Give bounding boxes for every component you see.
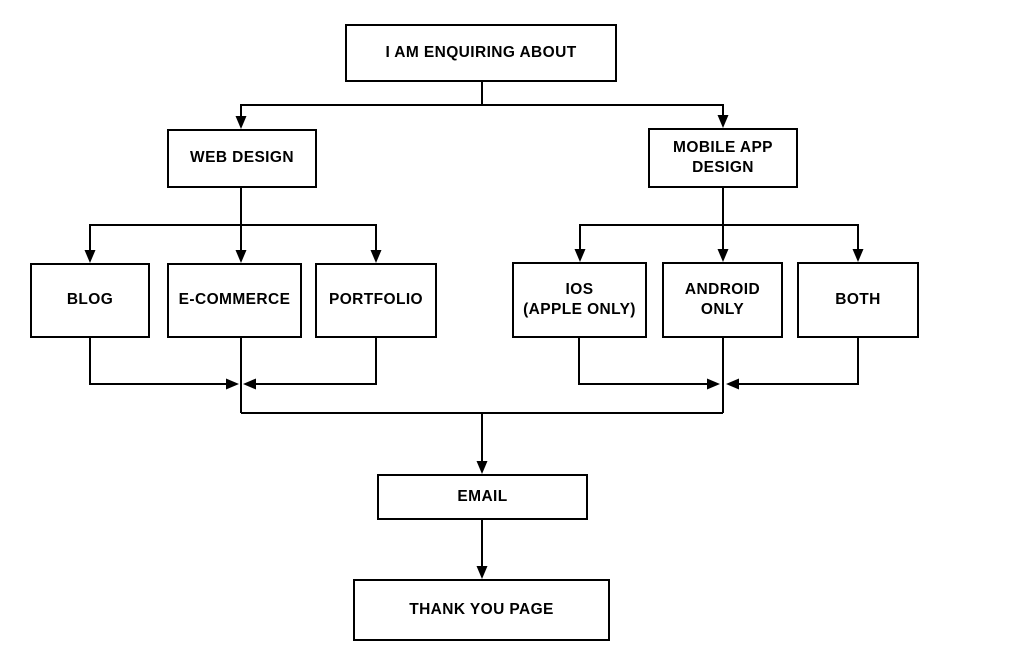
node-portfolio-label: PORTFOLIO <box>328 291 423 309</box>
node-both: BOTH <box>797 262 919 338</box>
node-mobile-app-design-label-line2: DESIGN <box>692 159 754 176</box>
edge-web-design-to-blog <box>84 188 242 263</box>
node-thank-you-page-label: THANK YOU PAGE <box>409 600 554 618</box>
edge-mobile-app-design-to-ios <box>574 188 724 262</box>
edge-enquiring-to-web-design <box>235 82 483 129</box>
edge-email-to-thank-you-page <box>476 520 488 579</box>
node-ios-label-line1: IOS <box>565 280 594 298</box>
node-ios-label-line2: (APPLE ONLY) <box>523 301 636 318</box>
edge-blog-converge <box>89 338 239 390</box>
node-e-commerce-label: E-COMMERCE <box>178 291 291 309</box>
node-mobile-app-design: MOBILE APP DESIGN <box>648 128 798 188</box>
edge-both-converge <box>726 338 859 390</box>
node-enquiring-label: I AM ENQUIRING ABOUT <box>385 43 577 61</box>
node-portfolio: PORTFOLIO <box>315 263 437 338</box>
node-both-label: BOTH <box>835 290 881 308</box>
node-thank-you-page: THANK YOU PAGE <box>353 579 610 641</box>
edge-portfolio-converge <box>243 338 377 390</box>
node-blog: BLOG <box>30 263 150 338</box>
edge-mobile-app-design-to-both <box>722 188 864 262</box>
node-email-label: EMAIL <box>457 487 508 505</box>
edge-trunk-to-email <box>241 412 723 474</box>
edge-enquiring-to-mobile-app-design <box>481 82 729 128</box>
node-web-design: WEB DESIGN <box>167 129 317 188</box>
node-enquiring: I AM ENQUIRING ABOUT <box>345 24 617 82</box>
node-android-only-label-line1: ANDROID <box>684 280 761 298</box>
node-android-only: ANDROID ONLY <box>662 262 783 338</box>
node-email: EMAIL <box>377 474 588 520</box>
node-web-design-label: WEB DESIGN <box>190 149 294 167</box>
node-blog-label: BLOG <box>66 291 114 309</box>
node-ios-apple-only: IOS (APPLE ONLY) <box>512 262 647 338</box>
edge-ios-converge <box>578 338 720 390</box>
edge-web-design-to-portfolio <box>240 188 382 263</box>
node-android-only-label-line2: ONLY <box>700 301 745 318</box>
node-mobile-app-design-label-line1: MOBILE APP <box>673 138 773 156</box>
node-e-commerce: E-COMMERCE <box>167 263 302 338</box>
